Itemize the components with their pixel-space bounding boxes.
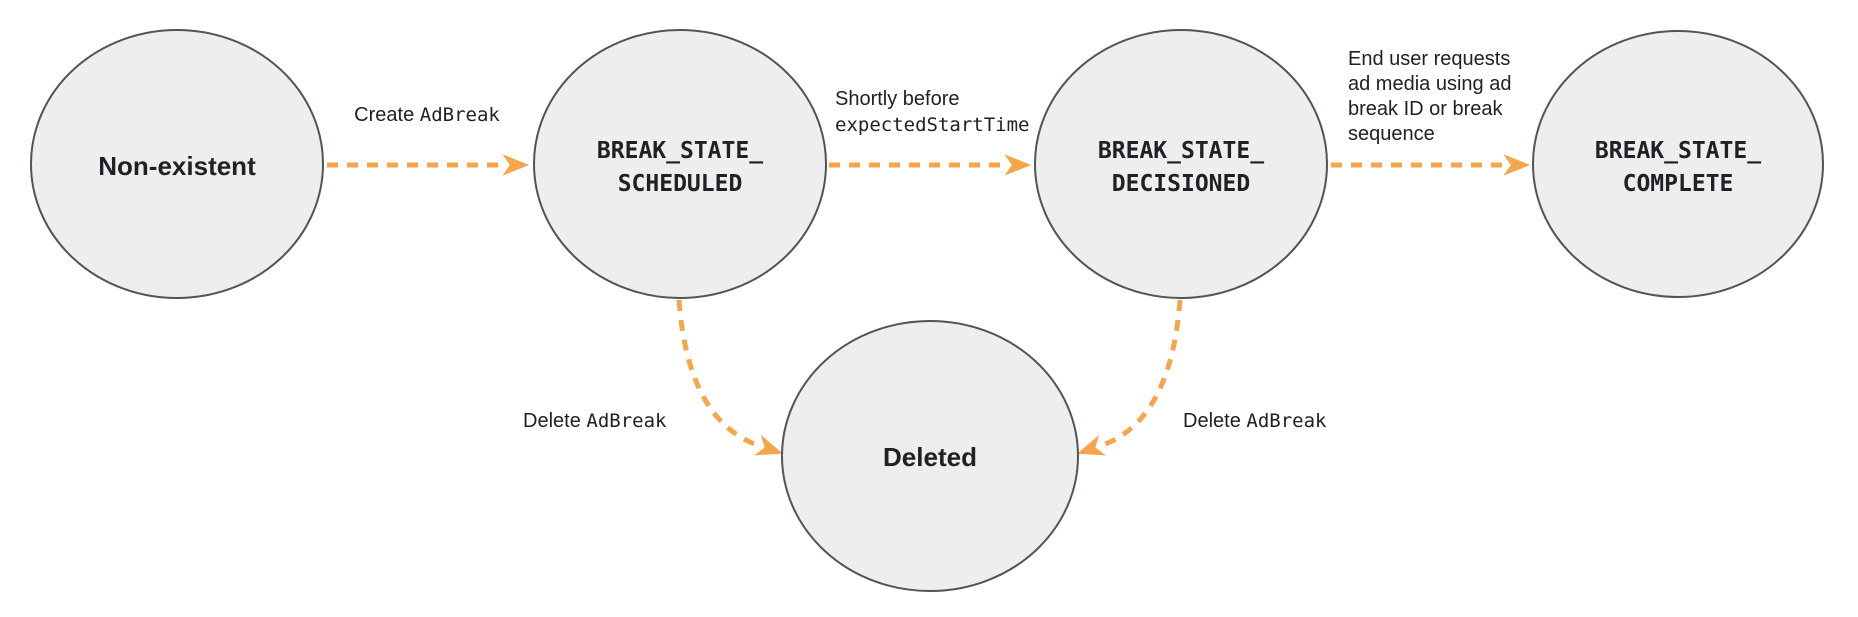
state-node-deleted (781, 320, 1079, 592)
transition-label-create-adbreak: Create AdBreak (354, 104, 500, 126)
transition-label-delete-left-plain: Delete (523, 410, 586, 432)
transition-label-end-user-line2: ad media using ad (1348, 73, 1511, 95)
state-node-break-state-complete (1532, 30, 1824, 298)
state-label-complete-line2: COMPLETE (1623, 171, 1734, 197)
state-label-decisioned-line2: DECISIONED (1112, 171, 1250, 197)
transition-label-create-plain: Create (354, 104, 420, 126)
state-label-scheduled-line1: BREAK_STATE_ (597, 138, 763, 164)
state-node-break-state-scheduled (533, 29, 827, 299)
state-node-non-existent (30, 29, 324, 299)
transition-label-end-user-line1: End user requests (1348, 48, 1510, 70)
transition-label-shortly-before-line2: expectedStartTime (835, 114, 1029, 136)
state-label-non-existent: Non-existent (98, 151, 256, 181)
transition-label-delete-adbreak-left: Delete AdBreak (523, 410, 667, 432)
transition-label-delete-adbreak-right: Delete AdBreak (1183, 410, 1327, 432)
state-label-complete-line1: BREAK_STATE_ (1595, 138, 1761, 164)
state-label-deleted: Deleted (883, 442, 977, 472)
state-label-decisioned-line1: BREAK_STATE_ (1098, 138, 1264, 164)
transition-label-create-code: AdBreak (420, 104, 501, 126)
state-label-scheduled-line2: SCHEDULED (618, 171, 743, 197)
transition-arrow-delete-adbreak-left (676, 299, 783, 456)
transition-label-shortly-before-line1: Shortly before (835, 88, 960, 110)
transition-arrow-delete-adbreak-right (1077, 299, 1183, 456)
state-node-break-state-decisioned (1034, 29, 1328, 299)
transition-label-end-user-line4: sequence (1348, 123, 1435, 145)
transition-label-end-user-line3: break ID or break (1348, 98, 1504, 120)
transition-label-delete-left-code: AdBreak (586, 410, 667, 432)
transition-label-delete-right-code: AdBreak (1246, 410, 1327, 432)
transition-label-delete-right-plain: Delete (1183, 410, 1246, 432)
